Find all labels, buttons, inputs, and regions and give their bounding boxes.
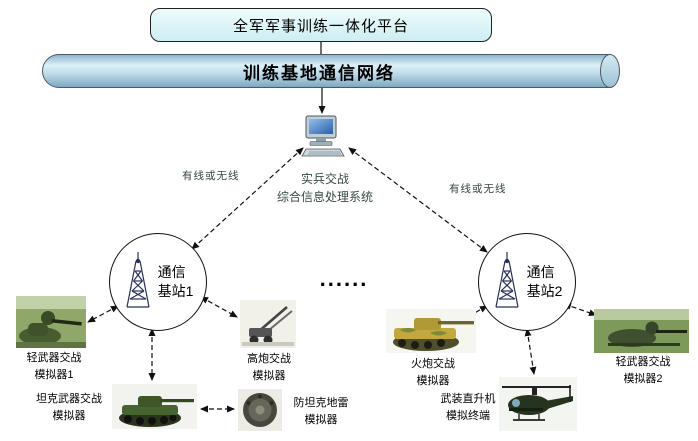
base-station-1-label: 通信 基站1 xyxy=(157,264,194,299)
network-bus-end-cap xyxy=(600,54,620,88)
aa-gun-simulator-label: 高炮交战 模拟器 xyxy=(247,353,291,382)
platform-box: 全军军事训练一体化平台 xyxy=(150,8,492,42)
radio-tower-icon xyxy=(492,251,522,314)
processor-computer-icon xyxy=(300,114,346,160)
light-weapon-simulator-2-label: 轻武器交战 模拟器2 xyxy=(615,356,671,385)
network-bus-body xyxy=(42,54,611,88)
tank-weapon-simulator-label: 坦克武器交战 模拟器 xyxy=(36,393,102,422)
light-weapon-simulator-1-label: 轻武器交战 模拟器1 xyxy=(26,352,82,381)
light-weapon-simulator-1-image xyxy=(16,296,86,348)
anti-tank-mine-simulator-label: 防坦克地雷 模拟器 xyxy=(293,397,349,426)
anti-tank-mine-simulator-image xyxy=(238,389,282,431)
artillery-simulator-label: 火炮交战 模拟器 xyxy=(411,358,455,387)
network-bus-label: 训练基地通信网络 xyxy=(243,63,395,83)
aa-gun-simulator-image xyxy=(240,300,296,348)
link-label-left: 有线或无线 xyxy=(182,170,240,182)
base-station-2-label: 通信 基站2 xyxy=(526,264,563,299)
processor-label: 实兵交战 综合信息处理系统 xyxy=(276,172,373,204)
platform-label: 全军军事训练一体化平台 xyxy=(232,17,409,35)
artillery-simulator-image xyxy=(386,309,476,353)
radio-tower-icon xyxy=(123,251,153,314)
light-weapon-simulator-2-image xyxy=(594,309,689,353)
helicopter-terminal-image xyxy=(499,377,577,431)
network-bus: 训练基地通信网络 xyxy=(42,54,620,88)
base-station-1: 通信 基站1 xyxy=(109,233,207,331)
ellipsis-more-stations: ...... xyxy=(319,266,369,291)
link-label-right: 有线或无线 xyxy=(449,183,507,195)
tank-weapon-simulator-image xyxy=(112,384,197,429)
base-station-2: 通信 基站2 xyxy=(478,233,576,331)
helicopter-terminal-label: 武装直升机 模拟终端 xyxy=(440,393,496,422)
